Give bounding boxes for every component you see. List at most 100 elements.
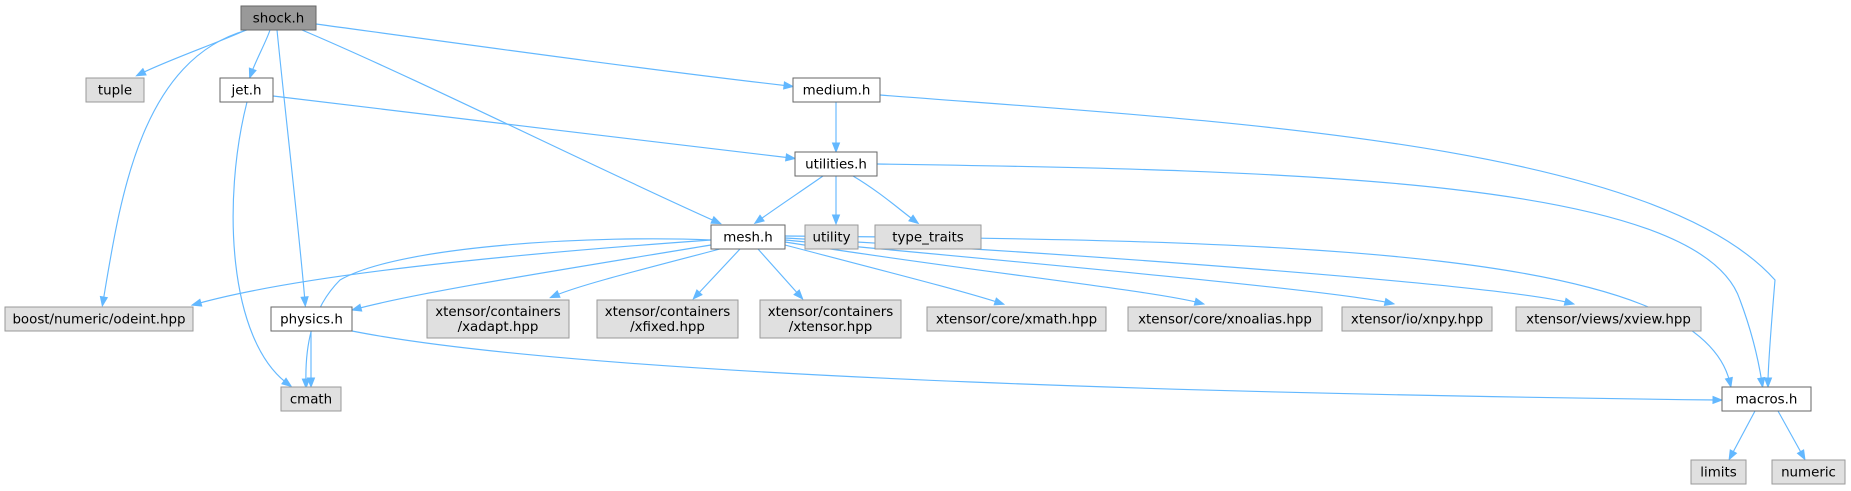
edge-line: [139, 29, 247, 75]
node-macros[interactable]: macros.h: [1721, 386, 1812, 412]
edge-utilities-to-type_traits: [852, 175, 920, 225]
edge-line: [757, 175, 824, 222]
node-jet[interactable]: jet.h: [219, 77, 274, 103]
edge-shock-to-jet: [248, 29, 271, 80]
arrowhead-icon: [248, 67, 257, 80]
edge-line: [195, 239, 712, 305]
edge-jet-to-utilities: [272, 95, 797, 162]
node-box: [426, 299, 570, 339]
edge-macros-to-numeric: [1777, 410, 1806, 461]
node-label: xtensor/core/xmath.hpp: [936, 313, 1097, 328]
edge-line: [879, 94, 1776, 384]
node-box: [1690, 459, 1747, 485]
arrowhead-icon: [1563, 297, 1576, 306]
node-numeric: numeric: [1771, 459, 1846, 485]
edge-jet-to-cmath: [232, 101, 293, 388]
arrowhead-icon: [190, 298, 203, 307]
node-label: xtensor/core/xnoalias.hpp: [1138, 313, 1312, 328]
arrowhead-icon: [793, 289, 804, 301]
arrowhead-icon: [785, 153, 797, 162]
node-shock[interactable]: shock.h: [240, 5, 317, 31]
node-box: [270, 306, 353, 332]
edge-shock-to-mesh: [301, 29, 722, 225]
node-box: [794, 151, 878, 177]
arrowhead-icon: [993, 297, 1006, 306]
edge-line: [272, 95, 792, 159]
node-box: [759, 299, 902, 339]
arrowhead-icon: [831, 142, 841, 154]
edge-shock-to-physics: [276, 29, 309, 308]
node-label: macros.h: [1736, 393, 1798, 408]
arrowhead-icon: [301, 378, 311, 390]
node-utilities[interactable]: utilities.h: [794, 151, 878, 177]
edge-line: [276, 29, 306, 303]
node-label: utility: [812, 231, 850, 246]
node-box: [1771, 459, 1846, 485]
node-xadapt: xtensor/containers/xadapt.hpp: [426, 299, 570, 339]
node-label: shock.h: [253, 12, 305, 27]
arrowhead-icon: [300, 296, 309, 308]
node-medium[interactable]: medium.h: [792, 77, 881, 103]
edge-shock-to-medium: [315, 23, 795, 90]
arrowhead-icon: [908, 214, 920, 225]
node-box: [85, 77, 145, 103]
node-label: boost/numeric/odeint.hpp: [12, 313, 185, 328]
arrowhead-icon: [831, 214, 841, 226]
edges-layer: [99, 23, 1806, 461]
node-physics[interactable]: physics.h: [270, 306, 353, 332]
arrowhead-icon: [306, 377, 316, 389]
edge-line: [757, 248, 801, 297]
edge-line: [784, 239, 1391, 304]
node-box: [874, 224, 982, 250]
edge-mesh-to-xadapt: [549, 248, 721, 299]
node-label: medium.h: [803, 84, 871, 99]
arrowhead-icon: [710, 215, 722, 225]
node-box: [710, 224, 786, 250]
arrowhead-icon: [135, 67, 147, 77]
edge-line: [852, 175, 916, 222]
node-label: type_traits: [892, 231, 964, 246]
node-label: numeric: [1781, 466, 1836, 481]
node-label: tuple: [98, 84, 132, 99]
node-label: jet.h: [231, 84, 262, 99]
node-label: physics.h: [280, 313, 343, 328]
nodes-layer: shock.h tuple jet.h medium.h utilities.h mesh…: [4, 5, 1846, 485]
node-box: [1127, 306, 1323, 332]
edge-line: [553, 248, 721, 297]
node-xview: xtensor/views/xview.hpp: [1515, 306, 1702, 332]
edge-line: [250, 29, 271, 75]
node-label: xtensor/containers: [768, 305, 894, 320]
node-label: xtensor/views/xview.hpp: [1526, 313, 1691, 328]
node-xnoalias: xtensor/core/xnoalias.hpp: [1127, 306, 1323, 332]
edge-line: [102, 29, 248, 303]
arrowhead-icon: [549, 289, 561, 299]
arrowhead-icon: [783, 81, 795, 90]
node-label: xtensor/containers: [605, 305, 731, 320]
node-mesh[interactable]: mesh.h: [710, 224, 786, 250]
node-box: [4, 306, 194, 332]
edge-line: [232, 101, 289, 385]
arrowhead-icon: [1193, 297, 1206, 306]
node-box: [1515, 306, 1702, 332]
node-label: /xfixed.hpp: [630, 320, 705, 335]
node-label: /xadapt.hpp: [458, 320, 539, 335]
arrowhead-icon: [350, 303, 363, 312]
edge-mesh-to-xfixed: [692, 248, 741, 300]
edge-mesh-to-xmath: [784, 244, 1006, 306]
arrowhead-icon: [753, 214, 765, 225]
arrowhead-icon: [1796, 449, 1806, 461]
arrowhead-icon: [1756, 376, 1766, 389]
edge-line: [305, 238, 712, 385]
node-label: /xtensor.hpp: [789, 320, 873, 335]
node-box: [240, 5, 317, 31]
edge-shock-to-tuple: [135, 29, 247, 77]
node-xtensor: xtensor/containers/xtensor.hpp: [759, 299, 902, 339]
node-box: [280, 386, 342, 412]
edge-macros-to-limits: [1728, 410, 1756, 461]
edge-line: [315, 23, 790, 87]
node-box: [792, 77, 881, 103]
node-label: limits: [1700, 466, 1736, 481]
node-odeint: boost/numeric/odeint.hpp: [4, 306, 194, 332]
edge-mesh-to-xnoalias: [784, 241, 1206, 306]
